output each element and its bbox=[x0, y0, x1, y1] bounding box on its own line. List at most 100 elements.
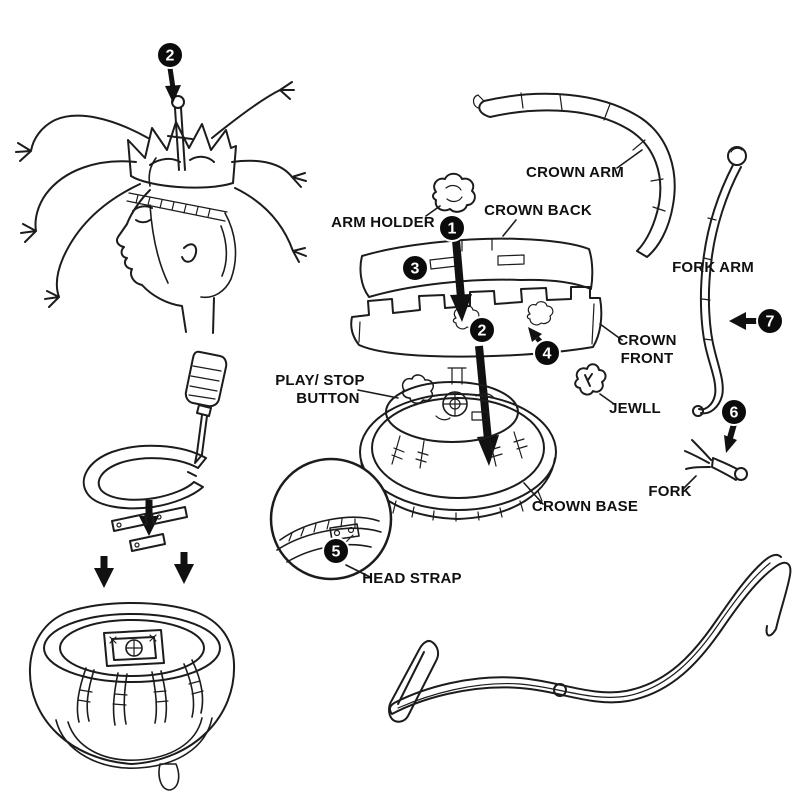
plate-hole-2 bbox=[156, 514, 162, 520]
plate-hole-1 bbox=[116, 522, 122, 528]
exploded-arrow-1-stem bbox=[452, 239, 465, 299]
step-badge-number: 5 bbox=[332, 544, 341, 561]
step-badge-number: 1 bbox=[448, 221, 457, 238]
step-badge-circle bbox=[322, 537, 350, 565]
play-stop-button-drawing bbox=[401, 374, 434, 404]
step-badge-1: 1 bbox=[438, 214, 466, 242]
step7-arrow-head bbox=[729, 312, 746, 330]
label-arm-holder: ARM HOLDER bbox=[331, 214, 435, 231]
crown-arms-drawing bbox=[15, 81, 307, 308]
step-badge-4: 4 bbox=[533, 339, 561, 367]
label-crown-front-line2: FRONT bbox=[621, 350, 674, 367]
crown-arm-drawing bbox=[478, 92, 676, 258]
jewel-arrow-head bbox=[528, 327, 542, 342]
assembled-base-drawing bbox=[28, 602, 236, 765]
fork-part bbox=[684, 439, 748, 481]
fork-drawing bbox=[684, 439, 738, 481]
exploded-arrow-2-head bbox=[477, 435, 499, 466]
label-jewll: JEWLL bbox=[609, 400, 661, 417]
step-badge-number: 7 bbox=[766, 314, 775, 331]
arm-holder-detail-lines bbox=[445, 184, 463, 203]
strap-screw-1 bbox=[333, 529, 341, 537]
strap-screw-2 bbox=[347, 526, 355, 534]
step-badge-circle bbox=[756, 307, 784, 335]
headband-drawing bbox=[126, 192, 228, 222]
step-badge-number: 3 bbox=[411, 261, 420, 278]
screwdriver-assembly bbox=[28, 350, 236, 791]
label-fork: FORK bbox=[648, 483, 691, 500]
step6-arrow-stem bbox=[727, 423, 737, 439]
step-badge-5: 5 bbox=[322, 537, 350, 565]
head-strap-detail-drawing bbox=[276, 516, 382, 563]
step-badge-7: 7 bbox=[756, 307, 784, 335]
label-play-stop-line1: PLAY/ STOP bbox=[275, 372, 365, 389]
step-badge-3: 3 bbox=[401, 254, 429, 282]
fork-handle-ball-drawing bbox=[734, 467, 748, 481]
crown-base-strut-lines bbox=[391, 431, 528, 469]
label-crown-back: CROWN BACK bbox=[484, 202, 592, 219]
assembled-base-screw-lines bbox=[109, 634, 157, 657]
c-ring-drawing bbox=[82, 444, 207, 510]
step-badge-number: 2 bbox=[478, 323, 487, 340]
label-crown-arm: CROWN ARM bbox=[526, 164, 624, 181]
step-badge-circle bbox=[468, 316, 496, 344]
fork-arm-drawing bbox=[698, 164, 742, 415]
step-badge-circle bbox=[720, 398, 748, 426]
pole-ball-drawing bbox=[171, 95, 185, 109]
label-play-stop-line2: BUTTON bbox=[296, 390, 359, 407]
assembled-base-ring-drawing bbox=[55, 717, 213, 791]
assembly-arrow-2-head bbox=[94, 568, 114, 588]
step-badge-2: 2 bbox=[468, 316, 496, 344]
crown-on-head-drawing bbox=[127, 121, 237, 189]
crown-back-drawing bbox=[359, 237, 594, 298]
head-figure bbox=[15, 67, 307, 334]
strap-cord-drawing bbox=[397, 562, 771, 709]
base-mechanism-lines bbox=[435, 367, 495, 421]
head-strap-hatch-lines bbox=[288, 518, 356, 543]
step6-arrow-head bbox=[724, 435, 737, 453]
step-badge-6: 6 bbox=[720, 398, 748, 426]
label-crown-base: CROWN BASE bbox=[532, 498, 638, 515]
label-crown-front-line1: CROWN bbox=[617, 332, 676, 349]
label-leader-lines bbox=[345, 149, 697, 578]
jewel-drawing bbox=[574, 363, 607, 396]
crown-front-drawing bbox=[350, 286, 603, 358]
crown-arm-notch-lines bbox=[472, 92, 666, 212]
screwdriver-grip-lines bbox=[188, 365, 222, 400]
fork-arm-hatch-lines bbox=[701, 147, 743, 341]
strap-paddle-drawing bbox=[388, 639, 440, 723]
step-badge-head-2: 2 bbox=[156, 41, 184, 69]
step-badge-circle bbox=[401, 254, 429, 282]
step-badge-number: 4 bbox=[543, 346, 552, 363]
step-badge-circle bbox=[533, 339, 561, 367]
assembled-base-legs-drawing bbox=[76, 659, 204, 726]
head-profile-drawing bbox=[115, 189, 215, 334]
crown-arm-part bbox=[472, 92, 676, 258]
step-badge-circle bbox=[438, 214, 466, 242]
plates-drawing bbox=[111, 506, 188, 552]
label-head-strap: HEAD STRAP bbox=[362, 570, 462, 587]
step-badge-circle bbox=[156, 41, 184, 69]
assembled-base-hub bbox=[125, 639, 143, 657]
fork-arm-end-loop-drawing bbox=[692, 405, 704, 417]
arm-holder-drawing bbox=[432, 172, 476, 213]
step-badge-number: 2 bbox=[166, 48, 175, 65]
exploded-arrow-1-head bbox=[450, 294, 472, 322]
screwdriver-drawing bbox=[184, 350, 228, 464]
strap-ball-drawing bbox=[553, 683, 567, 697]
center-pole-drawing bbox=[167, 107, 193, 171]
assembly-arrow-3-head bbox=[174, 564, 194, 584]
assembled-base-spring-lines bbox=[77, 680, 204, 706]
crown-back-slot-lines bbox=[429, 238, 525, 270]
base-gear-hub-drawing bbox=[449, 398, 461, 410]
step-badge-number: 6 bbox=[730, 405, 739, 422]
fork-arm-part bbox=[692, 146, 747, 417]
strap-part bbox=[388, 553, 792, 723]
plate-hole-3 bbox=[134, 542, 140, 548]
exploded-crown bbox=[269, 172, 607, 581]
crown-base-drawing bbox=[359, 381, 557, 520]
hair-drawing bbox=[148, 157, 237, 299]
head-step-arrow-head bbox=[165, 85, 181, 103]
